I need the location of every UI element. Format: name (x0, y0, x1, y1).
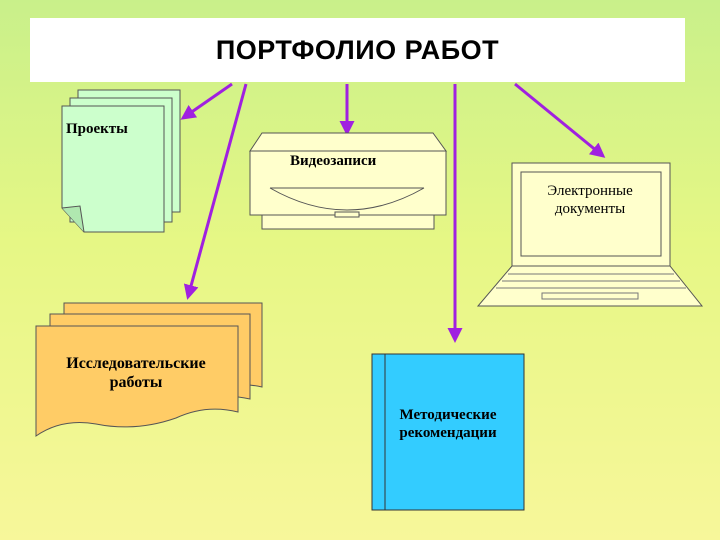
node-label-research: Исследовательские работы (66, 355, 206, 392)
arrow-to-edocs (514, 82, 606, 158)
diagram-title: ПОРТФОЛИО РАБОТ (215, 34, 500, 65)
disc-drive-icon (249, 132, 447, 230)
stacked-pages-icon (61, 89, 181, 233)
arrow-to-research (183, 83, 248, 300)
arrow-to-projects (180, 82, 233, 120)
node-label-videos: Видеозаписи (290, 153, 377, 169)
title-box: ПОРТФОЛИО РАБОТ (30, 18, 685, 82)
node-label-projects: Проекты (66, 121, 128, 137)
stacked-documents-icon (35, 302, 263, 437)
connector-arrows (180, 82, 606, 343)
book-icon (371, 353, 525, 511)
node-label-edocs: Электронные документы (547, 183, 633, 217)
node-label-methods: Методические рекомендации (399, 407, 497, 441)
laptop-icon (476, 162, 704, 307)
